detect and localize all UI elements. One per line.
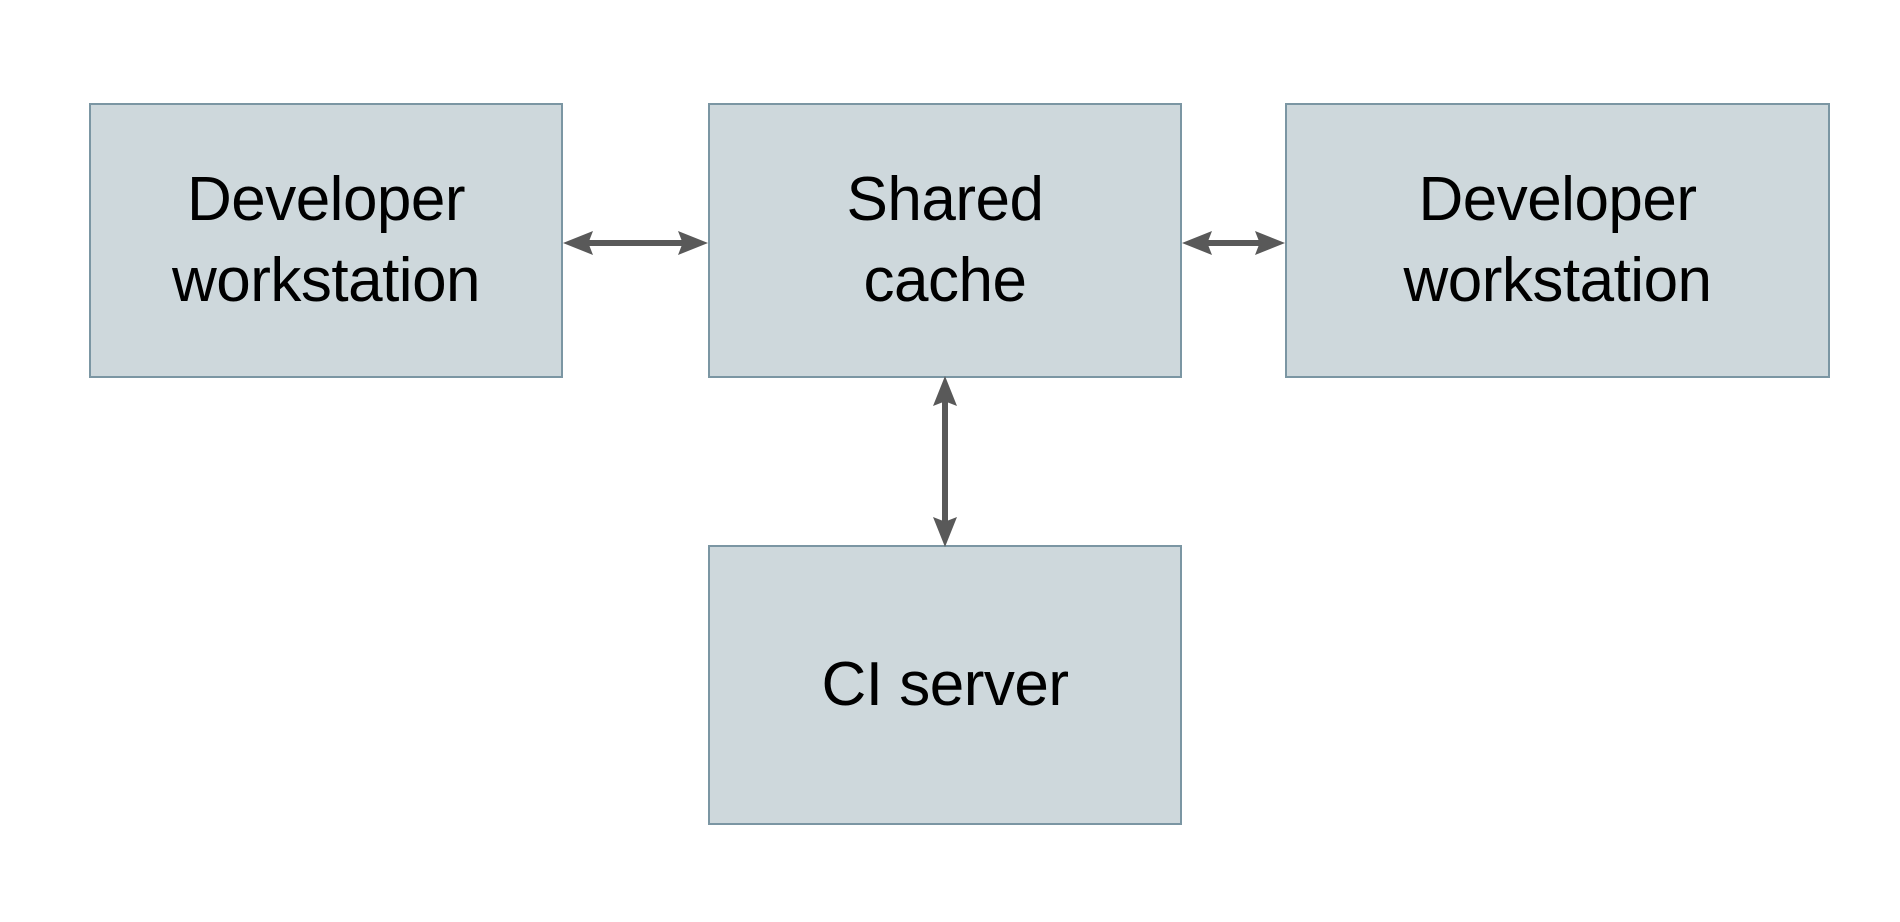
double-arrow-icon <box>563 231 708 255</box>
node-label: Developer workstation <box>1403 164 1712 315</box>
node-label: CI server <box>821 649 1069 719</box>
edge-shared-cache-to-developer-right[interactable] <box>1182 215 1285 271</box>
double-arrow-icon <box>933 376 957 547</box>
node-developer-workstation-right[interactable]: Developer workstation <box>1285 103 1830 378</box>
edge-shared-cache-to-ci-server[interactable] <box>917 376 973 547</box>
node-developer-workstation-left[interactable]: Developer workstation <box>89 103 563 378</box>
node-label: Shared cache <box>846 164 1044 315</box>
node-shared-cache[interactable]: Shared cache <box>708 103 1182 378</box>
node-label: Developer workstation <box>171 164 481 315</box>
edge-developer-left-to-shared-cache[interactable] <box>563 215 708 271</box>
node-ci-server[interactable]: CI server <box>708 545 1182 825</box>
double-arrow-icon <box>1182 231 1285 255</box>
